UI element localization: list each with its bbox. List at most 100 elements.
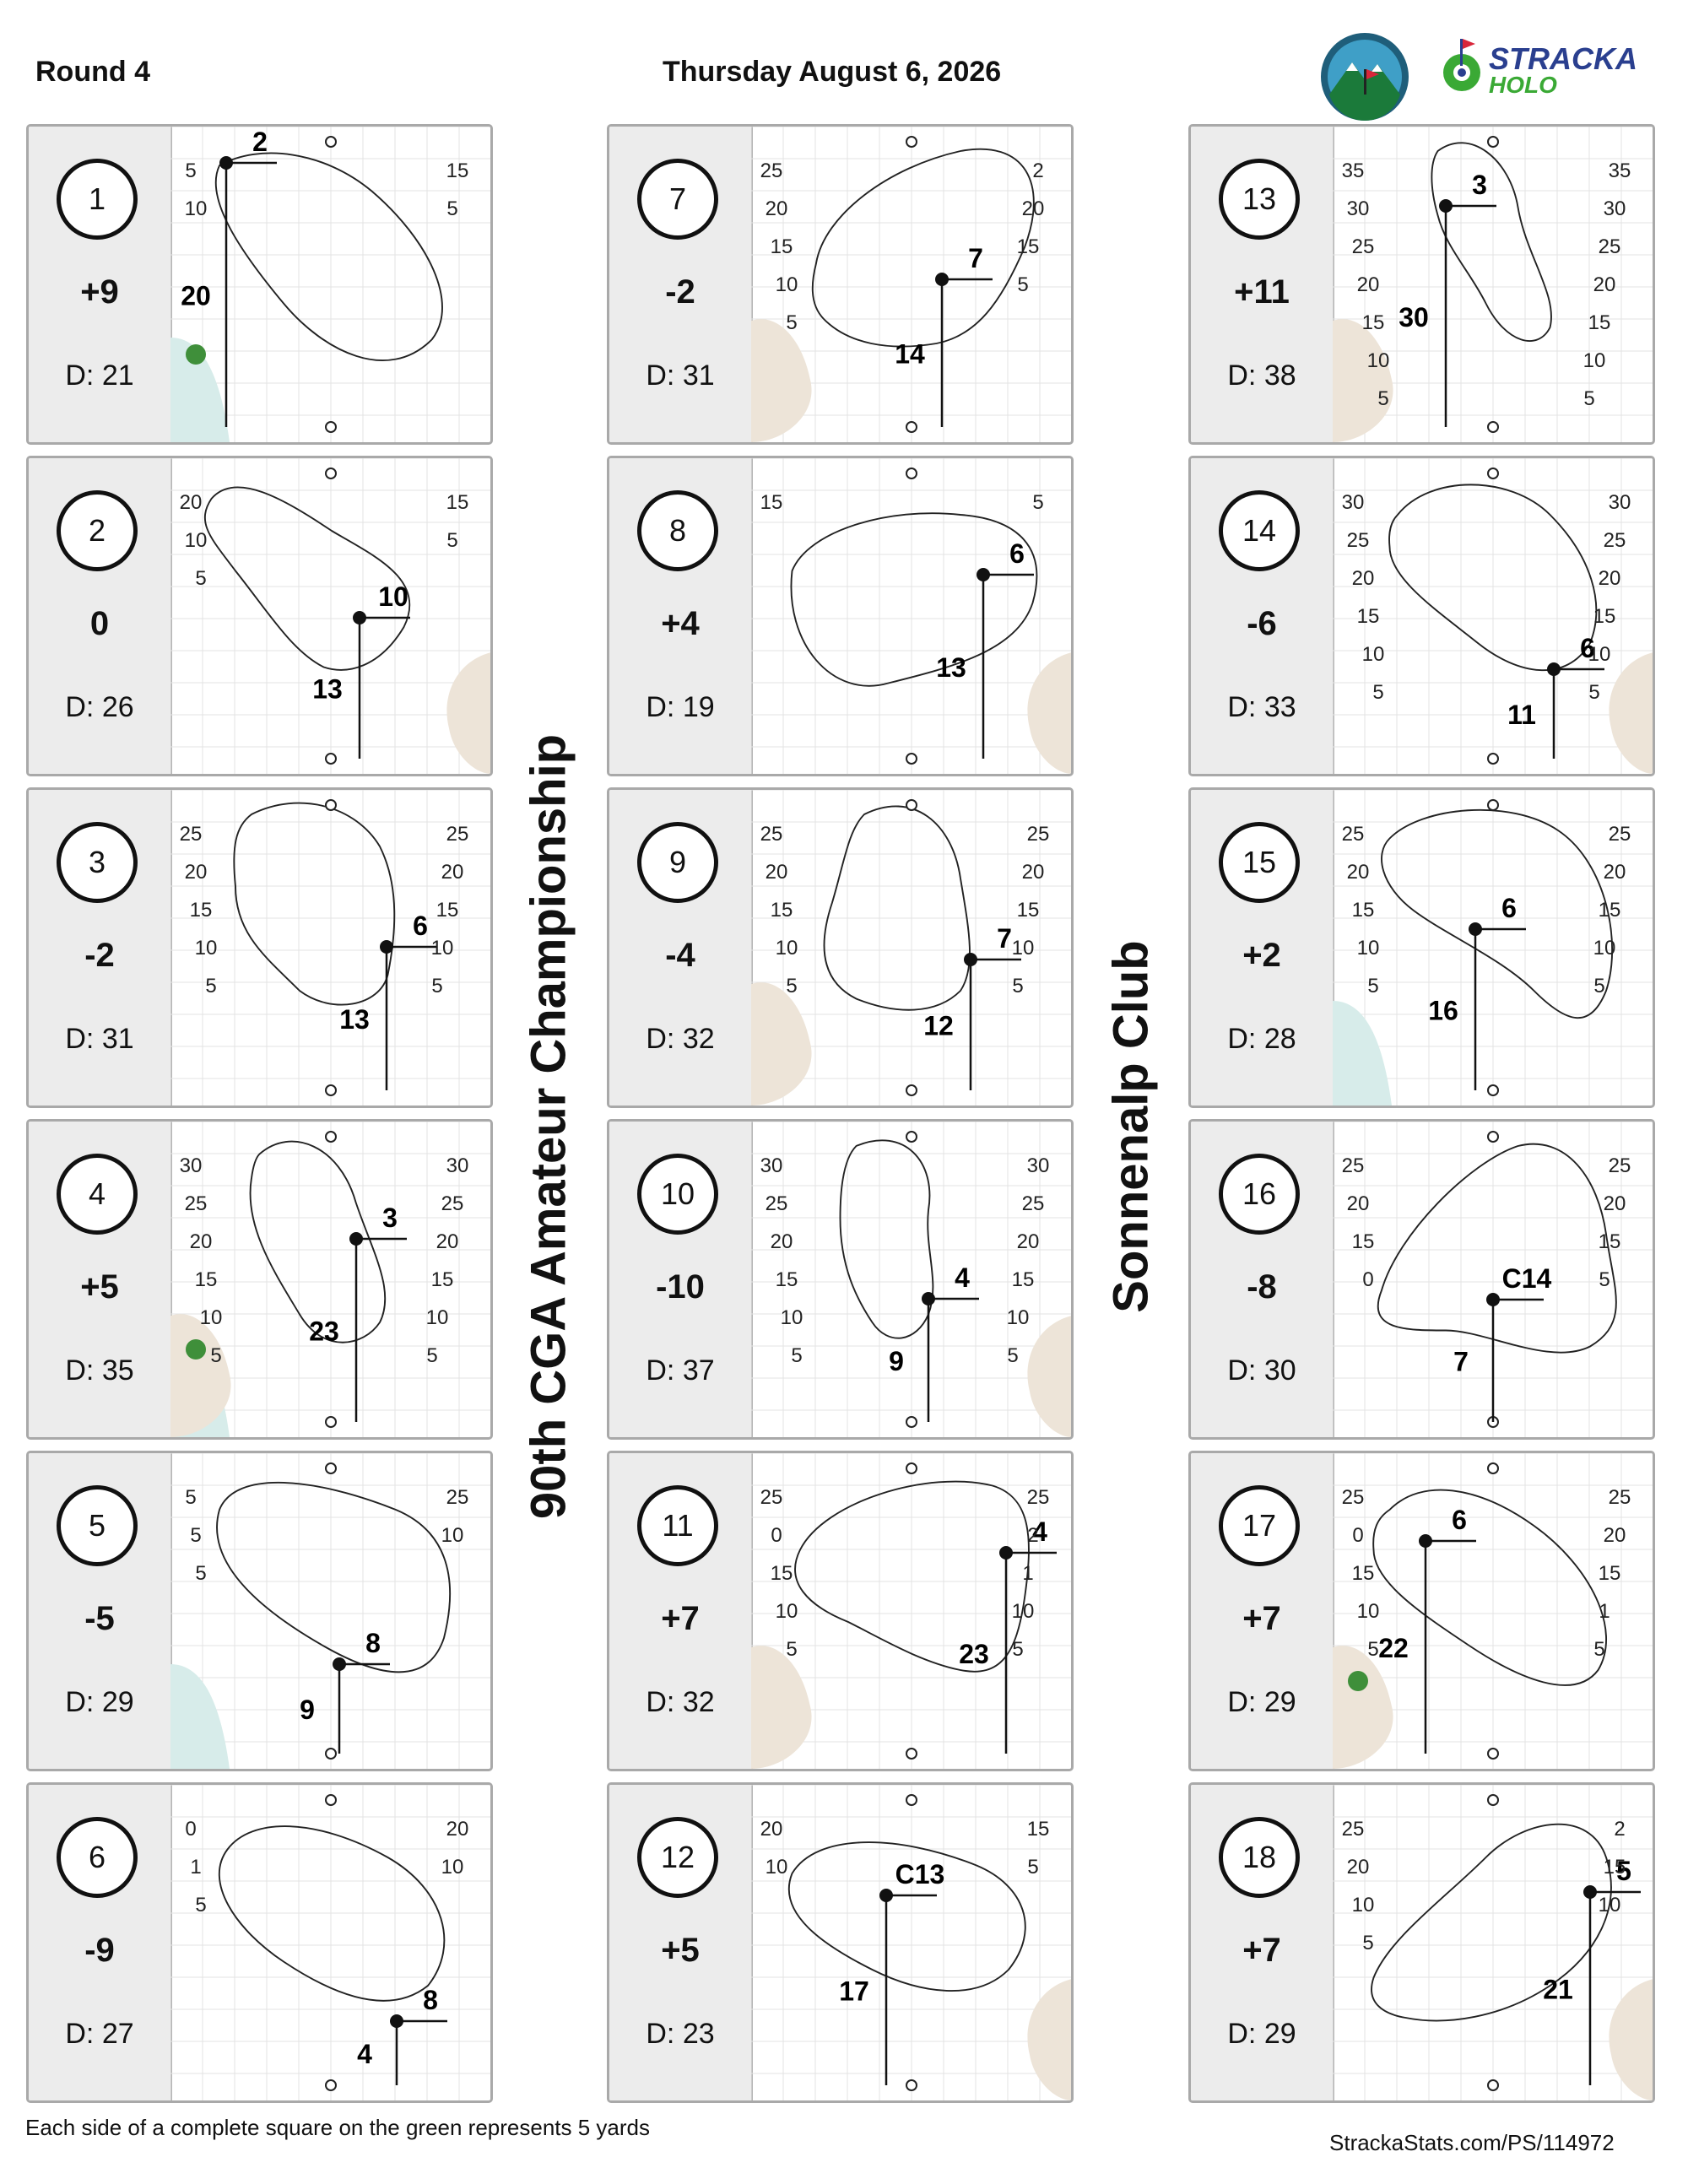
pin-side-distance: 6 xyxy=(413,911,428,941)
depth-prefix: D: xyxy=(65,691,102,723)
slope-contour-label: 5 xyxy=(786,1638,797,1661)
pin-depth-distance: 14 xyxy=(895,339,925,370)
pin-side-distance: 6 xyxy=(1009,538,1025,569)
hole-score: -2 xyxy=(665,273,695,311)
slope-contour-label: 20 xyxy=(180,491,203,514)
pin-side-distance: 2 xyxy=(252,127,268,157)
slope-contour-label: 25 xyxy=(185,1192,208,1215)
depth-value: 23 xyxy=(682,2018,715,2050)
pin-side-distance: 3 xyxy=(1472,170,1487,200)
slope-contour-label: 20 xyxy=(441,861,464,884)
slope-contour-label: 20 xyxy=(1593,273,1616,296)
slope-contour-label: 10 xyxy=(1362,643,1385,666)
hole-number: 3 xyxy=(57,822,138,903)
slope-contour-label: 10 xyxy=(1357,937,1380,960)
green-outline xyxy=(1388,484,1598,672)
brand-line1: STRACKA xyxy=(1489,41,1637,76)
green-outline xyxy=(823,805,971,1011)
depth-value: 38 xyxy=(1263,359,1296,392)
depth-prefix: D: xyxy=(646,691,683,723)
pin-location-marker xyxy=(1486,1293,1500,1306)
green-outline xyxy=(790,512,1038,687)
green-outline xyxy=(214,152,443,361)
slope-contour-label: 25 xyxy=(180,823,203,846)
depth-value: 32 xyxy=(682,1686,715,1718)
hole-number: 13 xyxy=(1219,159,1300,240)
slope-contour-label: 5 xyxy=(185,1486,196,1509)
front-edge-marker xyxy=(906,1084,917,1096)
slope-contour-label: 20 xyxy=(1352,567,1375,590)
hole-number: 6 xyxy=(57,1817,138,1898)
slope-contour-label: 15 xyxy=(776,1268,798,1291)
slope-contour-label: 30 xyxy=(1609,491,1631,514)
green-outline xyxy=(249,1140,387,1343)
pin-depth-distance: 20 xyxy=(181,281,211,311)
back-edge-marker xyxy=(325,1131,337,1143)
slope-contour-label: 25 xyxy=(1342,1154,1365,1177)
green-outline xyxy=(1381,808,1614,1019)
hole-score: -8 xyxy=(1247,1268,1277,1306)
slope-contour-label: 20 xyxy=(771,1230,793,1253)
slope-contour-label: 5 xyxy=(1032,491,1043,514)
pin-side-distance: 4 xyxy=(955,1262,970,1293)
slope-contour-label: 20 xyxy=(436,1230,459,1253)
slope-contour-label: 10 xyxy=(781,1306,803,1329)
pin-depth-distance: 30 xyxy=(1399,302,1429,332)
depth-value: 37 xyxy=(682,1354,715,1387)
slope-contour-label: 15 xyxy=(1362,311,1385,334)
slope-contour-label: 5 xyxy=(1007,1344,1018,1367)
bunker-sand xyxy=(1609,652,1653,774)
slope-contour-label: 25 xyxy=(1609,1154,1631,1177)
depth-prefix: D: xyxy=(646,359,683,392)
front-edge-marker xyxy=(906,421,917,433)
pin-side-distance: 8 xyxy=(365,1628,381,1658)
hole-score: -9 xyxy=(84,1932,115,1969)
back-edge-marker xyxy=(1487,1794,1499,1806)
hole-number: 11 xyxy=(637,1485,718,1566)
slope-contour-label: 15 xyxy=(1588,311,1611,334)
green-outline xyxy=(216,1481,451,1673)
slope-contour-label: 10 xyxy=(431,937,454,960)
depth-prefix: D: xyxy=(646,1354,683,1387)
pin-depth-distance: 13 xyxy=(312,674,343,705)
slope-contour-label: 20 xyxy=(760,1818,783,1841)
depth-prefix: D: xyxy=(65,1354,102,1387)
pin-depth-distance: 22 xyxy=(1378,1633,1409,1663)
club-title: Sonnenalp Club xyxy=(1103,940,1159,1313)
front-edge-marker xyxy=(1487,421,1499,433)
slope-contour-label: 5 xyxy=(446,529,457,552)
hole-score: 0 xyxy=(89,605,110,642)
green-outline xyxy=(787,1841,1026,1992)
front-edge-marker xyxy=(1487,1084,1499,1096)
depth-prefix: D: xyxy=(1227,359,1264,392)
tree-icon xyxy=(1348,1671,1368,1691)
hole-score: +9 xyxy=(80,273,119,311)
depth-prefix: D: xyxy=(646,1023,683,1055)
slope-contour-label: 30 xyxy=(1347,197,1370,220)
slope-contour-label: 15 xyxy=(760,491,783,514)
hole-number: 4 xyxy=(57,1154,138,1235)
slope-contour-label: 25 xyxy=(1022,1192,1045,1215)
slope-contour-label: 15 xyxy=(1352,1562,1375,1585)
slope-contour-label: 10 xyxy=(1352,1894,1375,1916)
front-edge-marker xyxy=(325,1084,337,1096)
slope-contour-label: 15 xyxy=(771,235,793,258)
slope-contour-label: 15 xyxy=(1593,605,1616,628)
green-depth: D: 23 xyxy=(609,2018,751,2051)
pin-location-marker xyxy=(977,568,990,581)
back-edge-marker xyxy=(906,1462,917,1474)
slope-contour-label: 2 xyxy=(1032,159,1043,182)
slope-contour-label: 5 xyxy=(1012,1638,1023,1661)
bunker-sand xyxy=(1027,1316,1071,1437)
hole-score: -2 xyxy=(84,937,115,974)
depth-prefix: D: xyxy=(1227,1354,1264,1387)
